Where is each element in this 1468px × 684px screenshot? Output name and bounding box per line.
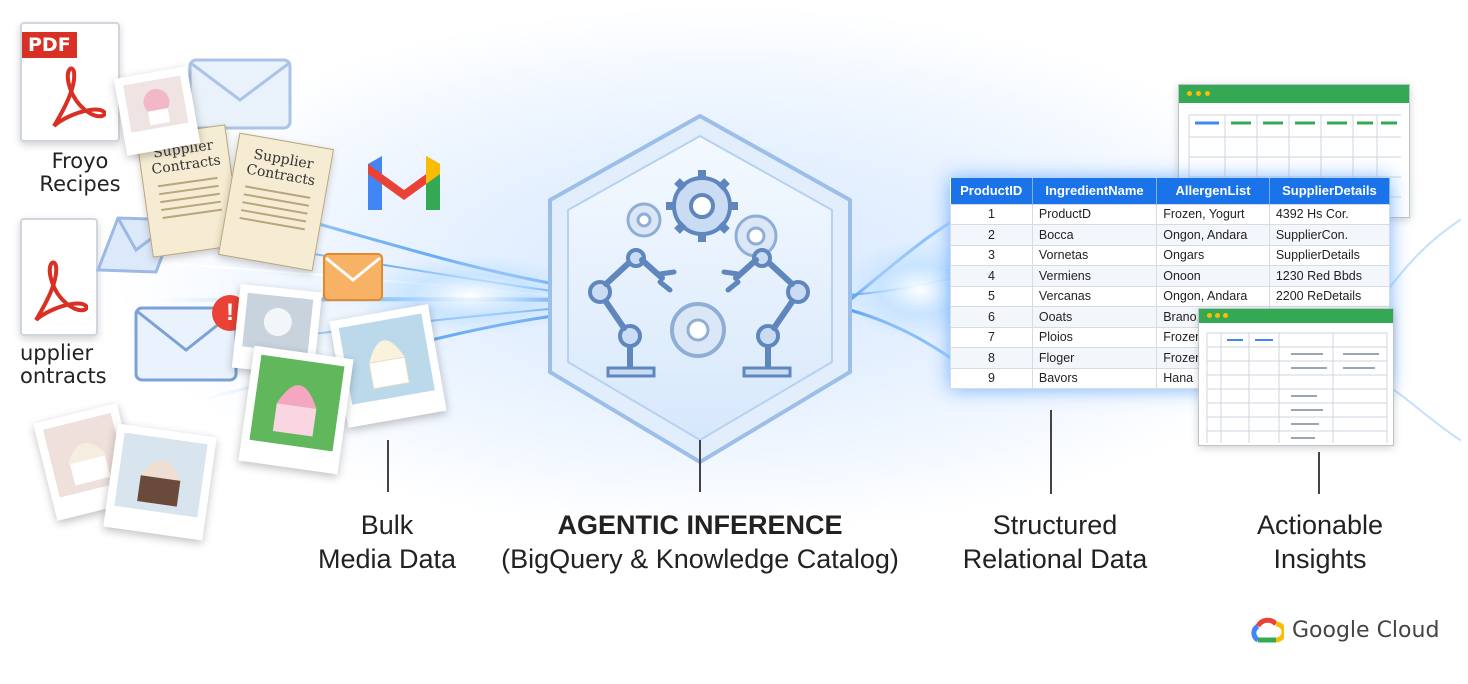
table-header-row: ProductID IngredientName AllergenList Su…: [950, 178, 1391, 204]
table-cell: Bocca: [1031, 224, 1158, 246]
froyo-photo: [238, 345, 354, 475]
connector-line: [387, 440, 389, 492]
pdf-tag: PDF: [22, 32, 77, 58]
table-cell: Vercanas: [1031, 285, 1158, 307]
table-cell: SupplierDetails: [1268, 244, 1391, 266]
table-cell: 1230 Red Bbds: [1268, 265, 1391, 287]
column-header: IngredientName: [1032, 178, 1158, 204]
google-cloud-text: Google Cloud: [1292, 617, 1440, 643]
table-cell: 6: [950, 306, 1033, 328]
table-cell: 4392 Hs Cor.: [1268, 203, 1391, 225]
acrobat-icon: [34, 260, 88, 322]
table-cell: Vermiens: [1031, 265, 1158, 287]
connector-line: [699, 440, 701, 492]
column-header: SupplierDetails: [1269, 178, 1391, 204]
robot-arm-right-icon: [721, 248, 810, 378]
table-cell: 2200 ReDetails: [1268, 285, 1391, 307]
froyo-photo: [113, 66, 201, 156]
robot-arm-left-icon: [588, 248, 677, 378]
table-cell: 3: [950, 244, 1033, 266]
table-cell: 7: [950, 326, 1033, 348]
table-cell: Ploios: [1031, 326, 1158, 348]
agentic-inference-subtitle: (BigQuery & Knowledge Catalog): [501, 544, 899, 574]
bulk-media-data-label: Bulk Media Data: [317, 510, 457, 574]
table-cell: 4: [950, 265, 1033, 287]
gear-icon: [626, 202, 662, 238]
spreadsheet-window-front: [1198, 308, 1394, 446]
agentic-inference-label: AGENTIC INFERENCE (BigQuery & Knowledge …: [490, 508, 910, 576]
actionable-insights-label: Actionable Insights: [1256, 510, 1384, 574]
envelope-icon: [323, 253, 383, 301]
pdf-document-supplier-contracts: [20, 218, 98, 336]
pdf-document-froyo-recipes: PDF: [20, 22, 120, 142]
table-cell: SupplierCon.: [1268, 224, 1391, 246]
table-cell: 8: [950, 347, 1033, 369]
envelope-icon: [188, 58, 292, 130]
column-header: AllergenList: [1156, 178, 1270, 204]
table-cell: ProductD: [1031, 203, 1158, 225]
table-cell: Bavors: [1031, 367, 1158, 389]
supplier-contracts-label: upplier ontracts: [20, 341, 107, 388]
froyo-photo: [231, 283, 323, 377]
agentic-inference-hexagon: [548, 113, 852, 465]
table-cell: Ongon, Andara: [1156, 285, 1270, 307]
table-cell: Frozen, Yogurt: [1156, 203, 1270, 225]
gear-icon: [734, 214, 778, 258]
table-cell: 1: [950, 203, 1033, 225]
column-header: ProductID: [950, 178, 1033, 204]
table-cell: 5: [950, 285, 1033, 307]
gear-icon: [670, 302, 726, 358]
table-cell: Onoon: [1156, 265, 1270, 287]
table-cell: Ongon, Andara: [1156, 224, 1270, 246]
froyo-photo: [33, 403, 141, 521]
table-cell: Floger: [1031, 347, 1158, 369]
table-cell: Vornetas: [1031, 244, 1158, 266]
table-cell: 9: [950, 367, 1033, 389]
table-cell: 2: [950, 224, 1033, 246]
gmail-icon: [368, 156, 440, 210]
agentic-inference-title: AGENTIC INFERENCE: [557, 510, 843, 540]
froyo-recipes-label: Froyo Recipes: [39, 149, 121, 196]
acrobat-icon: [52, 66, 106, 128]
google-cloud-logo-icon: [1251, 617, 1284, 643]
google-cloud-brand: Google Cloud: [1250, 616, 1439, 644]
table-cell: Ooats: [1031, 306, 1158, 328]
table-cell: Ongars: [1156, 244, 1270, 266]
froyo-photo: [103, 423, 217, 541]
connector-line: [1050, 410, 1052, 494]
connector-line: [1318, 452, 1320, 494]
structured-relational-data-label: Structured Relational Data: [962, 510, 1148, 574]
froyo-photo: [329, 304, 447, 428]
gear-icon: [666, 170, 738, 242]
spreadsheet-grid: [1206, 332, 1388, 443]
